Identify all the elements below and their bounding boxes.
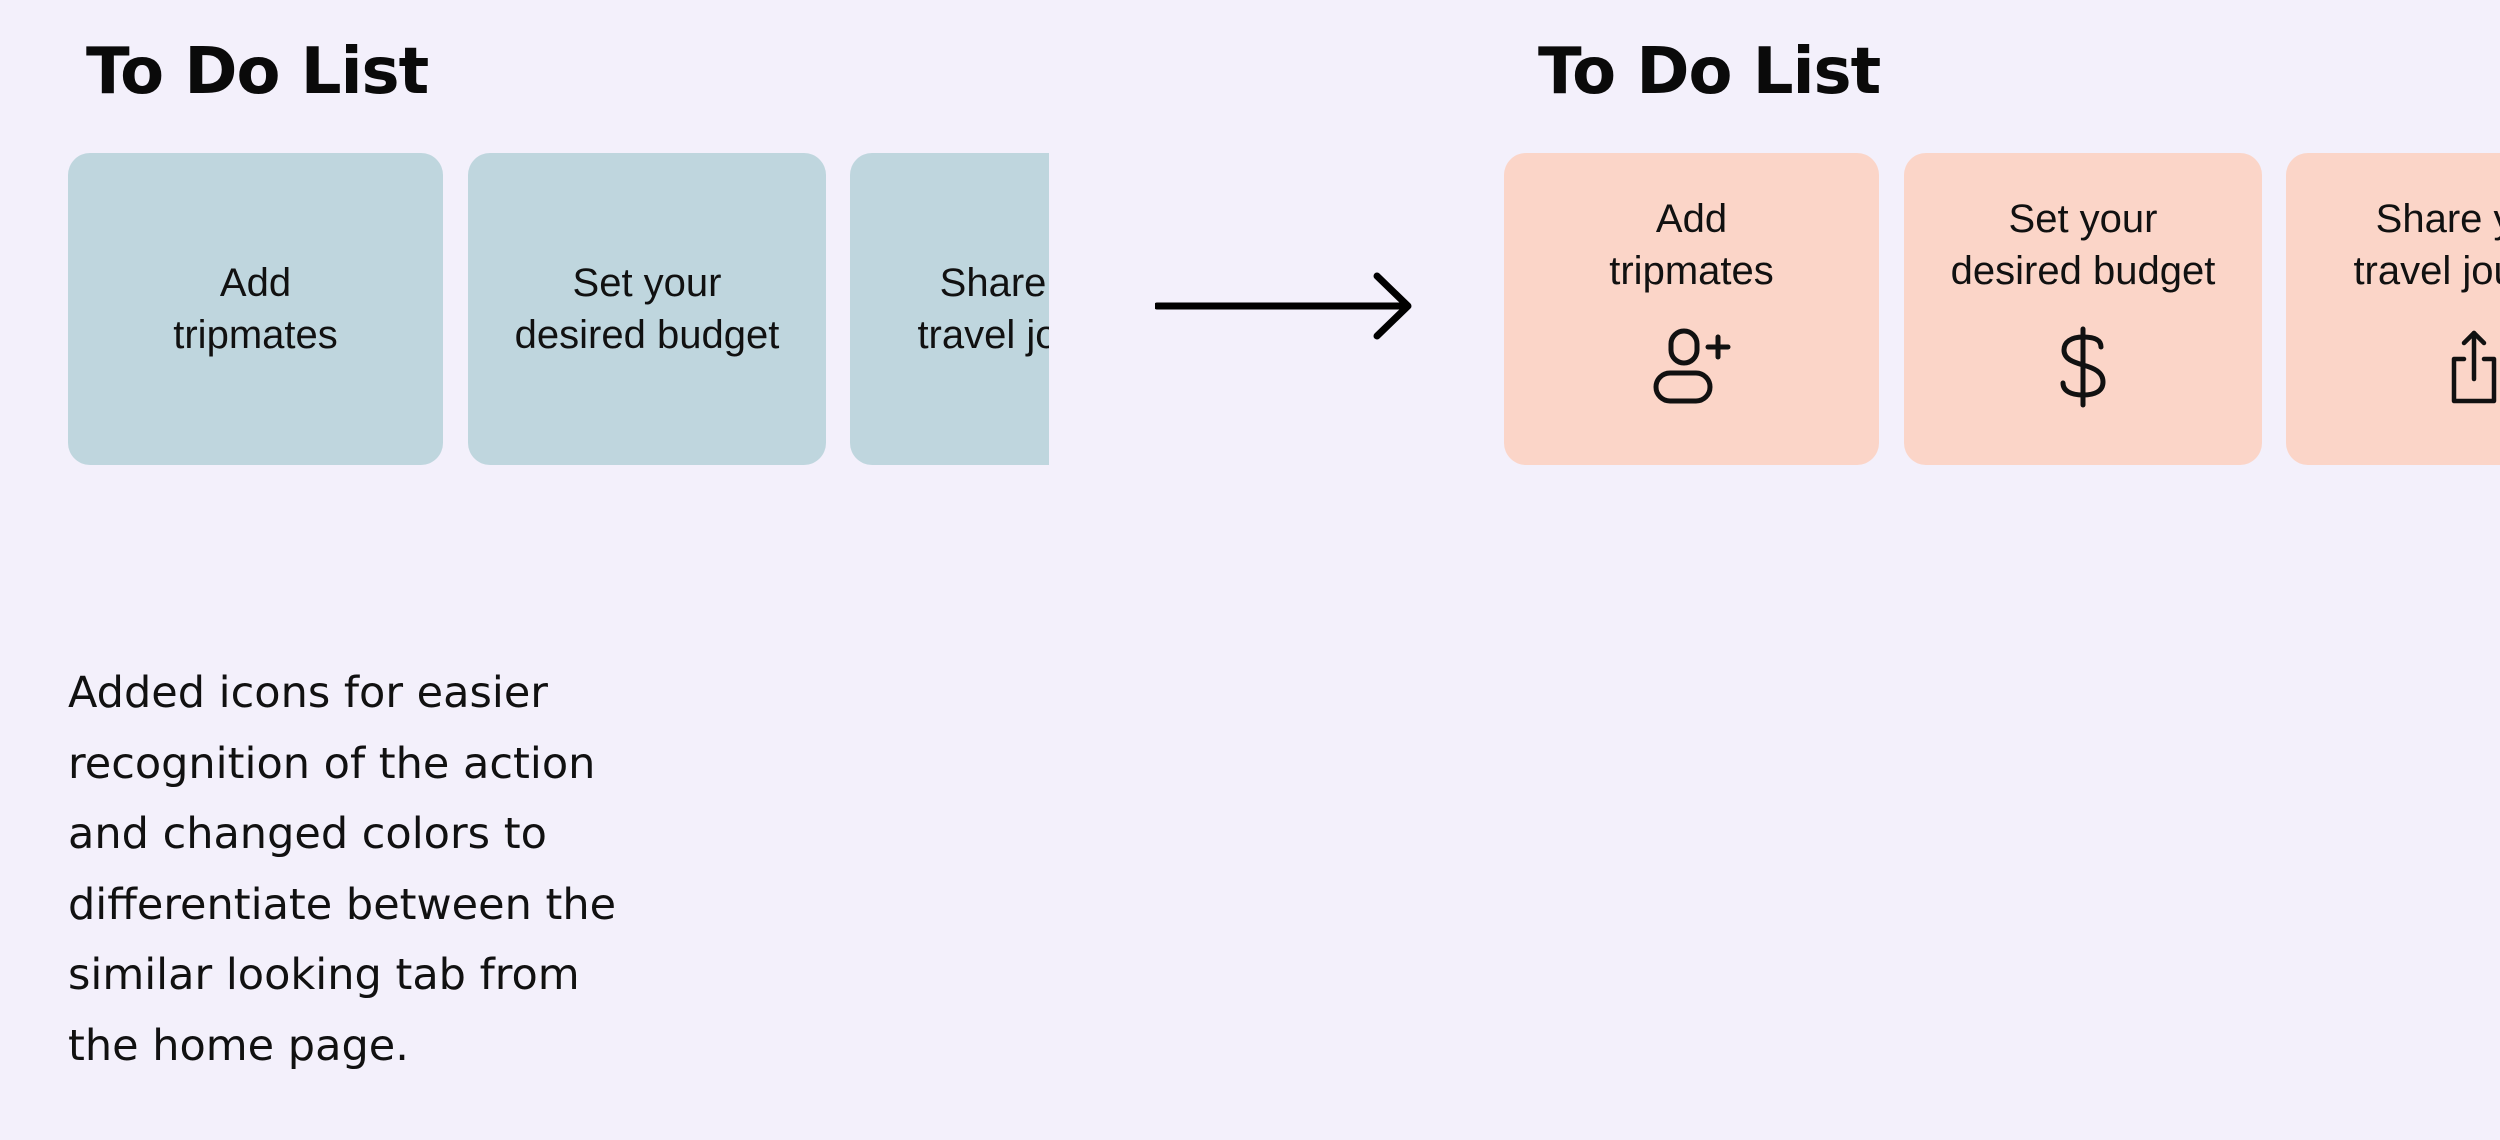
card-add-tripmates-after[interactable]: Add tripmates bbox=[1504, 153, 1879, 465]
note-line: and changed colors to bbox=[68, 809, 547, 859]
card-label: Share your travel journey bbox=[917, 257, 1049, 361]
card-add-tripmates-before[interactable]: Add tripmates bbox=[68, 153, 443, 465]
title-after: To Do List bbox=[1538, 35, 1881, 109]
arrow-right-icon bbox=[1155, 272, 1412, 340]
card-label-line1: Add bbox=[219, 261, 292, 305]
note-line: recognition of the action bbox=[68, 738, 596, 789]
card-label-line2: tripmates bbox=[1609, 249, 1774, 293]
card-label: Set your desired budget bbox=[515, 257, 780, 361]
card-label-line2: travel journey bbox=[917, 313, 1049, 357]
dollar-icon bbox=[2053, 325, 2113, 409]
card-label-line2: travel journey bbox=[2353, 249, 2500, 293]
card-label-line1: Add bbox=[1655, 197, 1728, 241]
todo-cards-after: Add tripmates Set your desired budget Sh… bbox=[1504, 153, 2500, 465]
card-label-line2: desired budget bbox=[1950, 249, 2216, 293]
todo-cards-before: Add tripmates Set your desired budget Sh… bbox=[68, 153, 1049, 465]
card-label-line1: Share your bbox=[939, 261, 1049, 305]
card-share-journey-before[interactable]: Share your travel journey bbox=[850, 153, 1049, 465]
card-set-budget-before[interactable]: Set your desired budget bbox=[468, 153, 826, 465]
card-set-budget-after[interactable]: Set your desired budget bbox=[1904, 153, 2262, 465]
note-line: similar looking tab from bbox=[68, 950, 580, 1000]
card-label: Add tripmates bbox=[173, 257, 338, 361]
description-note: Added icons for easier recognition of th… bbox=[68, 658, 708, 1081]
title-before: To Do List bbox=[86, 35, 429, 109]
card-share-journey-after[interactable]: Share your travel journey bbox=[2286, 153, 2500, 465]
card-label-line1: Set your bbox=[2008, 197, 2158, 241]
card-label-line2: tripmates bbox=[173, 313, 338, 357]
note-line: differentiate between the bbox=[68, 879, 617, 930]
card-label-line1: Set your bbox=[572, 261, 722, 305]
card-label-line2: desired budget bbox=[514, 313, 780, 357]
share-icon bbox=[2444, 325, 2500, 409]
card-label: Share your travel journey bbox=[2353, 193, 2500, 297]
card-label: Add tripmates bbox=[1609, 193, 1774, 297]
add-person-icon bbox=[1652, 325, 1732, 409]
note-line: Added icons for easier bbox=[68, 668, 548, 718]
note-line: the home page. bbox=[68, 1020, 409, 1071]
card-label: Set your desired budget bbox=[1951, 193, 2216, 297]
card-label-line1: Share your bbox=[2375, 197, 2500, 241]
